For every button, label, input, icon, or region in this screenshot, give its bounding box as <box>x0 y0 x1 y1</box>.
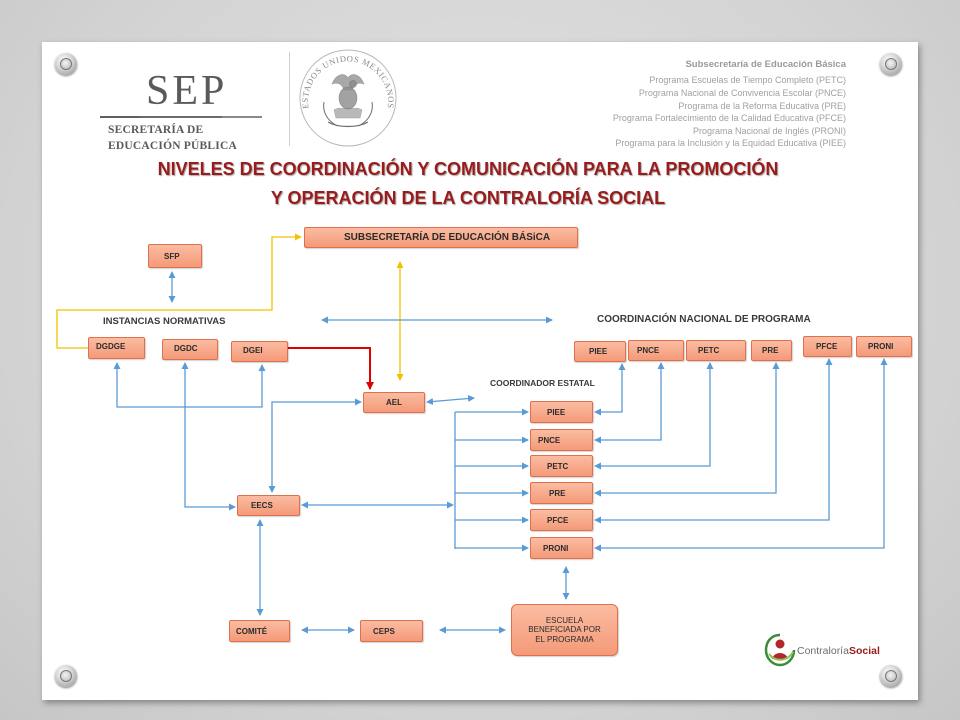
box-escuela-beneficiada: ESCUELA BENEFICIADA POR EL PROGRAMA <box>511 604 618 656</box>
box-subsecretaria: SUBSECRETARÍA DE EDUCACIÓN BÁSiCA <box>304 227 578 248</box>
corner-rivet-top-right <box>880 53 902 75</box>
escuela-line1: ESCUELA <box>545 615 584 625</box>
logo-divider <box>289 52 290 146</box>
box-eecs: EECS <box>237 495 300 516</box>
box-ceps: CEPS <box>360 620 423 642</box>
box-nacional-pre: PRE <box>751 340 792 361</box>
box-estatal-proni: PRONI <box>530 537 593 559</box>
label-instancias-normativas: INSTANCIAS NORMATIVAS <box>103 316 226 327</box>
box-nacional-pnce: PNCE <box>628 340 684 361</box>
line-dgdge-to-dgei <box>113 362 266 408</box>
box-dgdge: DGDGE <box>88 337 145 359</box>
box-sfp: SFP <box>148 244 202 268</box>
box-estatal-piee: PIEE <box>530 401 593 423</box>
line-dgdge-to-subsecretaria <box>56 233 302 349</box>
line-dgei-to-ael <box>288 347 374 390</box>
sep-logo-line2: EDUCACIÓN PÚBLICA <box>108 140 237 152</box>
escuela-line3: EL PROGRAMA <box>535 634 594 644</box>
contraloria-social-emblem-icon <box>764 633 796 667</box>
box-estatal-petc: PETC <box>530 455 593 477</box>
corner-rivet-bottom-left <box>55 665 77 687</box>
line-proni-estatal-to-nacional <box>594 358 888 552</box>
corner-rivet-bottom-right <box>880 665 902 687</box>
line-ael-to-coordinador <box>426 395 475 405</box>
box-estatal-pfce: PFCE <box>530 509 593 531</box>
page-title-line1: NIVELES DE COORDINACIÓN Y COMUNICACIÓN P… <box>157 159 779 179</box>
label-coordinacion-nacional: COORDINACIÓN NACIONAL DE PROGRAMA <box>597 314 811 325</box>
box-dgei: DGEI <box>231 341 288 362</box>
line-pnce-estatal-to-nacional <box>594 362 665 444</box>
header-program-petc: Programa Escuelas de Tiempo Completo (PE… <box>649 75 846 85</box>
line-dgdc-to-eecs <box>181 362 236 511</box>
national-seal: ESTADOS UNIDOS MEXICANOS <box>299 49 397 147</box>
box-nacional-petc: PETC <box>686 340 746 361</box>
corner-rivet-top-left <box>55 53 77 75</box>
sep-logo-acronym: SEP <box>146 68 228 114</box>
box-nacional-piee: PIEE <box>574 341 626 362</box>
header-program-proni: Programa Nacional de Inglés (PRONI) <box>692 126 846 136</box>
box-nacional-proni: PRONI <box>856 336 912 357</box>
header-program-piee: Programa para la Inclusión y la Equidad … <box>615 138 846 148</box>
box-comite: COMITÉ <box>229 620 290 642</box>
eagle-emblem <box>323 74 373 128</box>
header-subsecretaria: Subsecretaría de Educación Básica <box>685 59 846 70</box>
seal-outer-ring <box>299 49 397 147</box>
line-piee-estatal-to-nacional <box>594 363 626 416</box>
escuela-line2: BENEFICIADA POR <box>528 625 601 635</box>
header-program-pre: Programa de la Reforma Educativa (PRE) <box>678 101 846 111</box>
sep-logo-line1: SECRETARÍA DE <box>108 124 204 136</box>
line-ael-to-eecs <box>268 398 362 493</box>
box-ael: AEL <box>363 392 425 413</box>
box-dgdc: DGDC <box>162 339 218 360</box>
box-nacional-pfce: PFCE <box>803 336 852 357</box>
wordmark-contraloria: Contraloría <box>797 645 849 657</box>
wordmark-social: Social <box>848 645 880 657</box>
page-title-line2: Y OPERACIÓN DE LA CONTRALORÍA SOCIAL <box>270 188 666 208</box>
header-program-pfce: Programa Fortalecimiento de la Calidad E… <box>612 113 846 123</box>
box-estatal-pnce: PNCE <box>530 429 593 451</box>
sep-logo-rule <box>100 116 262 118</box>
label-coordinador-estatal: COORDINADOR ESTATAL <box>490 378 595 388</box>
box-estatal-pre: PRE <box>530 482 593 504</box>
contraloria-social-wordmark: ContraloríaSocial <box>797 645 880 657</box>
line-petc-estatal-to-nacional <box>594 362 714 470</box>
header-program-pnce: Programa Nacional de Convivencia Escolar… <box>638 88 846 98</box>
